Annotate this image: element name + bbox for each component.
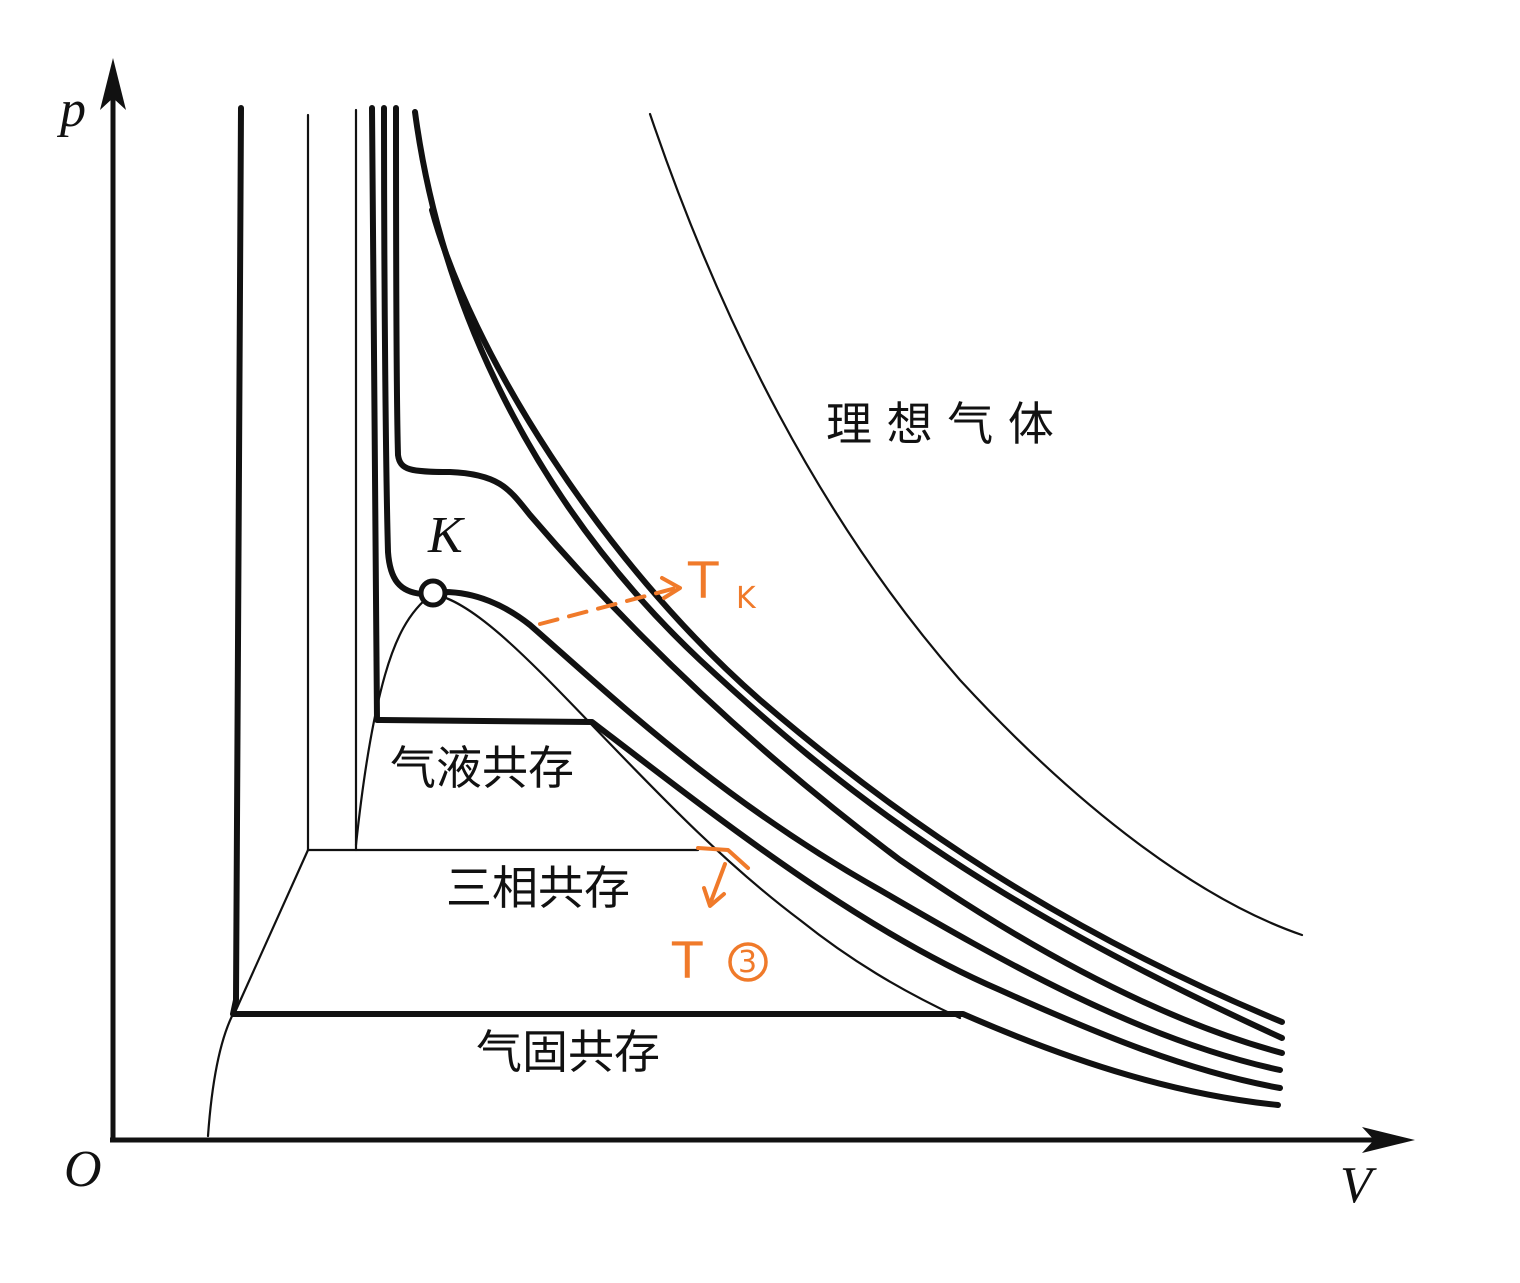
y-axis-arrow — [100, 58, 126, 110]
region-labels: 理 想 气 体 气液共存 三相共存 气固共存 — [390, 397, 1054, 1079]
critical-point-marker — [418, 578, 448, 608]
tk-label-subscript: K — [736, 581, 757, 616]
t3-label-subscript: 3 — [738, 945, 757, 980]
t3-label-letter: T — [671, 932, 703, 990]
isotherm-solid — [230, 105, 1281, 1108]
tk-arrow-head — [660, 576, 682, 600]
annotations: T K T 3 — [538, 552, 768, 990]
isotherm-ideal-gas — [648, 112, 1304, 937]
x-axis-arrow — [1362, 1127, 1415, 1153]
isotherm-critical — [381, 105, 1283, 1073]
isotherm-supercritical-1 — [393, 105, 1285, 1056]
ideal-gas-label: 理 想 气 体 — [826, 397, 1054, 451]
t3-subscript-circle — [728, 942, 768, 982]
isotherms: K — [230, 105, 1304, 1108]
t3-arrow — [708, 862, 727, 906]
solid-solid-triple-edge — [234, 848, 310, 1012]
coexistence-dome-left — [354, 592, 434, 847]
gas-liquid-label: 气液共存 — [390, 741, 574, 795]
solid-boundary-line — [206, 1012, 235, 1138]
t3-bracket — [696, 846, 750, 870]
t3-arrow-head — [702, 886, 726, 908]
critical-point-label: K — [427, 507, 465, 564]
axes: p V O — [56, 58, 1415, 1214]
triple-phase-label: 三相共存 — [446, 861, 630, 915]
y-axis-label: p — [56, 81, 86, 138]
coexistence-dome-right — [430, 592, 962, 1020]
gas-solid-label: 气固共存 — [476, 1025, 660, 1079]
x-axis-label: V — [1340, 1157, 1377, 1214]
phase-boundaries — [206, 108, 962, 1138]
tk-dashed-arrow — [538, 586, 678, 626]
tk-label-letter: T — [687, 552, 719, 610]
isotherm-liquid-gas — [369, 105, 1283, 1091]
origin-label: O — [64, 1141, 102, 1198]
isotherm-supercritical-3 — [429, 207, 1285, 1025]
